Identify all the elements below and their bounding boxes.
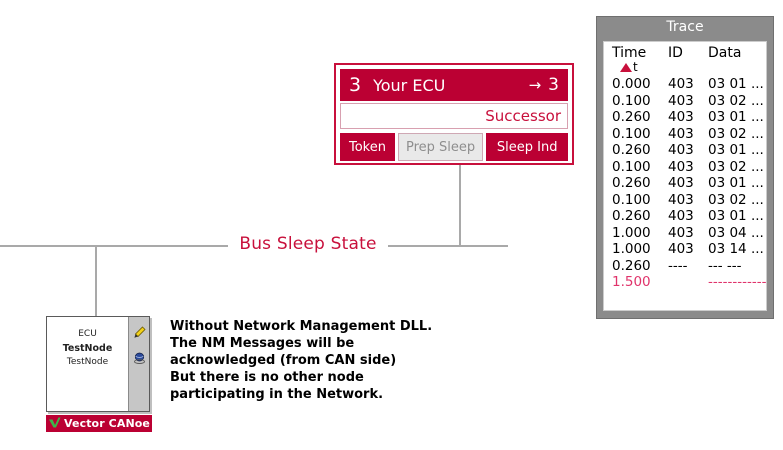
trace-header-data[interactable]: Data <box>708 45 742 61</box>
trace-rows-container: 0.000 403 03 01 ... 0.100 403 03 02 ... 0.260 4… <box>604 76 766 291</box>
trace-cell-id: 403 <box>668 142 694 158</box>
note-line-3: acknowledged (from CAN side) <box>170 353 397 368</box>
globe-network-icon[interactable] <box>133 350 146 369</box>
trace-cell-id: 403 <box>668 224 694 241</box>
trace-row[interactable]: 0.260 403 03 01 ... <box>604 175 766 192</box>
canoe-bus-connector-line <box>95 246 97 316</box>
ecu-successor-label: Successor <box>485 107 561 125</box>
trace-cell-time: 0.260 <box>612 142 651 158</box>
trace-cell-data: 03 02 ... <box>708 191 764 208</box>
canoe-window: ECU TestNode TestNode <box>46 316 150 412</box>
trace-cell-data: 03 02 ... <box>708 158 764 175</box>
pencil-icon[interactable] <box>133 324 146 343</box>
trace-row[interactable]: 1.500 --------------- <box>604 274 766 291</box>
trace-cell-data: 03 02 ... <box>708 92 764 109</box>
trace-header-id[interactable]: ID <box>668 45 683 61</box>
trace-cell-time: 0.100 <box>612 158 651 175</box>
trace-cell-data: 03 01 ... <box>708 142 764 158</box>
note-line-1: Without Network Management DLL. <box>170 319 433 334</box>
bus-line-left-segment <box>0 245 228 247</box>
trace-cell-id: 403 <box>668 76 694 92</box>
canoe-label-ecu: ECU <box>78 329 97 339</box>
trace-cell-time: 0.000 <box>612 76 651 92</box>
trace-sort-row: t <box>604 61 766 76</box>
bus-state-label: Bus Sleep State <box>239 234 377 254</box>
trace-row[interactable]: 0.000 403 03 01 ... <box>604 76 766 93</box>
trace-cell-id: 403 <box>668 92 694 109</box>
trace-cell-data: 03 02 ... <box>708 125 764 142</box>
trace-row[interactable]: 0.260 403 03 01 ... <box>604 109 766 126</box>
trace-cell-time: 0.260 <box>612 208 651 224</box>
trace-cell-id: 403 <box>668 175 694 191</box>
note-text-block: Without Network Management DLL. The NM M… <box>170 318 460 403</box>
trace-cell-time: 0.100 <box>612 125 651 142</box>
canoe-node-labels: ECU TestNode TestNode <box>47 317 128 411</box>
trace-row[interactable]: 1.000 403 03 14 ... <box>604 241 766 258</box>
trace-cell-data: --------------- <box>708 274 767 290</box>
trace-cell-id: 403 <box>668 191 694 208</box>
trace-cell-id: 403 <box>668 125 694 142</box>
bus-line-right-segment <box>388 245 508 247</box>
ecu-successor-row: Successor <box>340 103 568 129</box>
trace-cell-time: 0.260 <box>612 175 651 191</box>
prep-sleep-button[interactable]: Prep Sleep <box>398 133 484 161</box>
canoe-label-testnode-bold: TestNode <box>62 343 113 354</box>
note-line-5: participating in the Network. <box>170 387 384 402</box>
trace-header-time[interactable]: Time <box>612 45 647 61</box>
trace-row[interactable]: 0.260 403 03 01 ... <box>604 208 766 225</box>
note-line-4: But there is no other node <box>170 370 364 385</box>
trace-cell-id <box>668 274 708 291</box>
note-line-2: The NM Messages will be <box>170 336 355 351</box>
trace-cell-time: 0.260 <box>612 109 651 125</box>
trace-cell-id: 403 <box>668 241 694 257</box>
trace-cell-time: 0.260 <box>612 257 651 274</box>
trace-cell-id: ---- <box>668 257 688 274</box>
trace-cell-time: 0.100 <box>612 92 651 109</box>
trace-cell-data: 03 01 ... <box>708 175 764 191</box>
ecu-token-number: 3 <box>349 74 362 96</box>
trace-row[interactable]: 1.000 403 03 04 ... <box>604 225 766 242</box>
trace-cell-time: 1.500 <box>612 274 651 290</box>
trace-row[interactable]: 0.100 403 03 02 ... <box>604 126 766 143</box>
ecu-successor-number: 3 <box>548 75 559 95</box>
ecu-successor-indicator: → 3 <box>529 75 559 95</box>
arrow-right-icon: → <box>528 75 542 94</box>
trace-row[interactable]: 0.100 403 03 02 ... <box>604 192 766 209</box>
ecu-button-row: Token Prep Sleep Sleep Ind <box>340 133 569 161</box>
vector-logo-icon <box>48 414 61 433</box>
trace-cell-data: 03 14 ... <box>708 241 764 257</box>
trace-cell-time: 0.100 <box>612 191 651 208</box>
canoe-node[interactable]: ECU TestNode TestNode <box>46 316 152 436</box>
trace-cell-data: 03 01 ... <box>708 76 764 92</box>
trace-cell-data: 03 01 ... <box>708 109 764 125</box>
trace-cell-id: 403 <box>668 109 694 125</box>
ecu-header: 3 Your ECU → 3 <box>340 69 568 101</box>
trace-column-headers: Time ID Data <box>604 45 766 61</box>
ecu-node-panel: 3 Your ECU → 3 Successor Token Prep Slee… <box>334 63 574 165</box>
trace-row[interactable]: 0.260 ---- --- --- <box>604 258 766 275</box>
canoe-toolbar <box>128 317 149 411</box>
vector-canoe-logo-text: Vector CANoe <box>64 417 150 430</box>
trace-cell-id: 403 <box>668 208 694 224</box>
trace-cell-id: 403 <box>668 158 694 175</box>
sleep-ind-button[interactable]: Sleep Ind <box>486 133 569 161</box>
sort-ascending-icon <box>620 63 632 72</box>
trace-cell-data: --- --- <box>708 257 742 274</box>
trace-row[interactable]: 0.100 403 03 02 ... <box>604 93 766 110</box>
vector-canoe-logo-bar: Vector CANoe <box>46 415 152 432</box>
trace-cell-data: 03 01 ... <box>708 208 764 224</box>
trace-cell-time: 1.000 <box>612 224 651 241</box>
canoe-label-testnode: TestNode <box>66 357 109 367</box>
trace-cell-time: 1.000 <box>612 241 651 257</box>
trace-sort-column-label: t <box>633 60 638 74</box>
token-button[interactable]: Token <box>340 133 395 161</box>
trace-list[interactable]: Time ID Data t 0.000 403 03 01 ... 0.100 403… <box>603 41 767 311</box>
trace-row[interactable]: 0.260 403 03 01 ... <box>604 142 766 159</box>
ecu-bus-connector-line <box>459 165 461 246</box>
ecu-name-label: Your ECU <box>373 75 446 95</box>
trace-cell-data: 03 04 ... <box>708 224 764 241</box>
trace-row[interactable]: 0.100 403 03 02 ... <box>604 159 766 176</box>
trace-panel-title: Trace <box>666 19 704 35</box>
